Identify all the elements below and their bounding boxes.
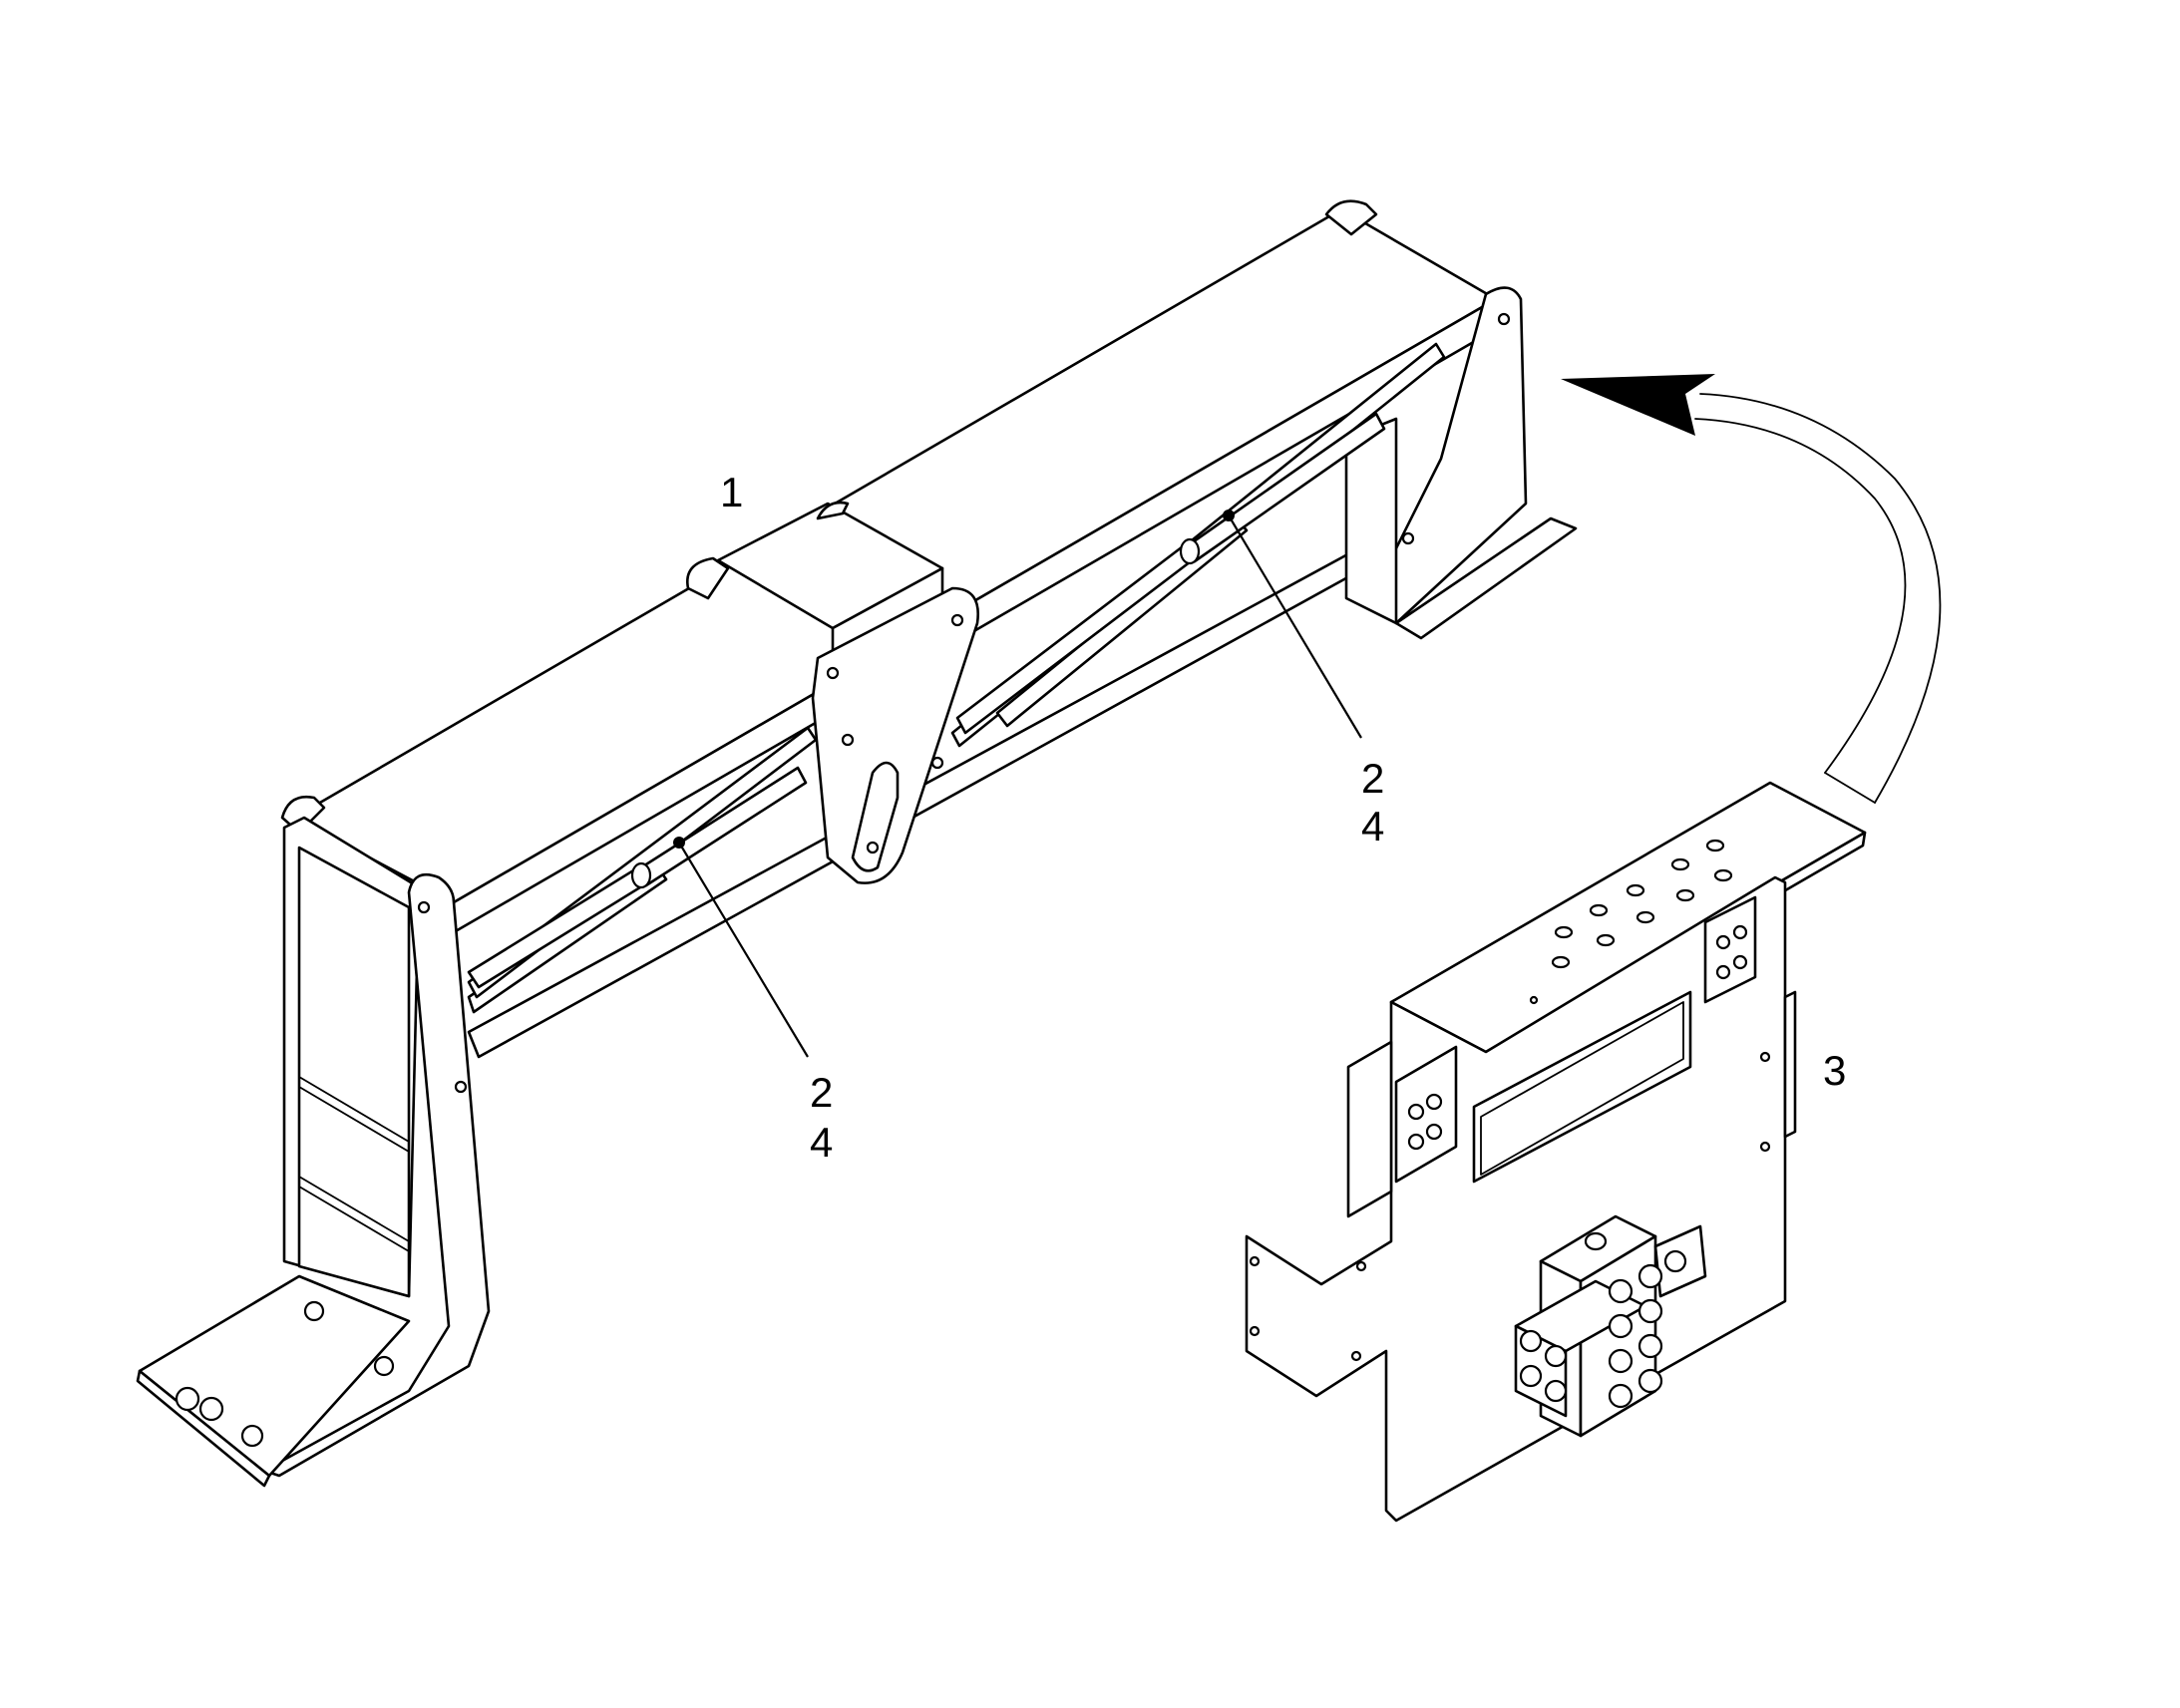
center-clamp-ear-left <box>686 556 730 600</box>
curved-arrow-icon <box>1561 374 1942 804</box>
panel-hole-3 <box>1355 1260 1367 1272</box>
left-plate-hole-top <box>417 900 431 914</box>
panel-hole-4 <box>1350 1350 1362 1362</box>
callout-2-right: 2 <box>1361 755 1384 802</box>
panel-window-inner <box>1480 1001 1684 1176</box>
center-clamp-ear-right <box>816 501 850 520</box>
left-side-plate <box>262 872 491 1478</box>
top-connector-port-4 <box>1732 954 1748 970</box>
beam-right-endcap <box>1324 199 1378 236</box>
arrow-shaft-end <box>1824 772 1876 804</box>
solenoid-port-4 <box>1425 1123 1443 1141</box>
arrow-shaft-outer <box>1699 393 1942 804</box>
gas-spring-right <box>955 412 1386 735</box>
panel-hole-1 <box>1759 1051 1771 1063</box>
left-leg-seam-4 <box>298 1186 410 1252</box>
bracket-hole-4 <box>866 841 880 854</box>
callout-2-left: 2 <box>810 1069 833 1116</box>
hydraulic-valve-block <box>1514 1214 1707 1438</box>
foot-bolt-2 <box>198 1396 224 1422</box>
foot-bolt-3 <box>240 1424 264 1448</box>
solenoid-port-1 <box>1407 1103 1425 1121</box>
frame-assembly <box>136 199 1578 1488</box>
panel-hole-2 <box>1759 1141 1771 1153</box>
panel-right-tab <box>1783 990 1797 1139</box>
callout-1: 1 <box>720 469 743 515</box>
top-connector-port-2 <box>1732 924 1748 940</box>
bracket-hole-1 <box>950 613 964 627</box>
flange-holes <box>1529 839 1733 1005</box>
leader-left-spring <box>678 842 809 1058</box>
panel-window <box>1472 990 1692 1184</box>
arrow-shaft-inner <box>1694 418 1907 774</box>
left-leg-seam-3 <box>298 1176 410 1242</box>
callout-4-left: 4 <box>810 1119 833 1166</box>
panel-hole-6 <box>1249 1325 1261 1337</box>
foot-bolt-4 <box>303 1300 325 1322</box>
center-bracket-slot <box>851 761 900 872</box>
valve-panel-assembly <box>1245 781 1867 1523</box>
bracket-hole-3 <box>841 733 855 747</box>
top-connector-port-1 <box>1715 934 1731 950</box>
gas-spring-left <box>467 766 808 989</box>
left-foot-edge <box>136 1369 271 1488</box>
panel-hole-5 <box>1249 1255 1261 1267</box>
solenoid-port-2 <box>1425 1093 1443 1111</box>
solenoid-block <box>1346 1040 1393 1218</box>
left-leg-seam-1 <box>298 1076 410 1143</box>
right-plate-hole-2 <box>1401 531 1415 545</box>
right-plate-hole-1 <box>1497 312 1511 326</box>
foot-bolt-5 <box>373 1355 395 1377</box>
foot-bolt-1 <box>175 1386 200 1412</box>
arrowhead <box>1561 374 1715 436</box>
solenoid-port-3 <box>1407 1133 1425 1151</box>
bracket-hole-5 <box>930 756 944 770</box>
callout-3: 3 <box>1823 1047 1846 1094</box>
right-foot-plate <box>1394 516 1578 640</box>
leader-right-spring <box>1228 514 1362 739</box>
left-leg-inner-face <box>297 846 411 1298</box>
bracket-hole-2 <box>826 666 840 680</box>
left-leg-seam-2 <box>298 1086 410 1153</box>
top-connector-port-3 <box>1715 964 1731 980</box>
callouts: 1 2 4 2 4 3 <box>678 469 1846 1166</box>
left-foot-plate <box>138 1274 411 1478</box>
left-plate-hole-mid <box>454 1080 468 1094</box>
center-bracket <box>811 586 980 884</box>
callout-4-right: 4 <box>1361 803 1384 850</box>
